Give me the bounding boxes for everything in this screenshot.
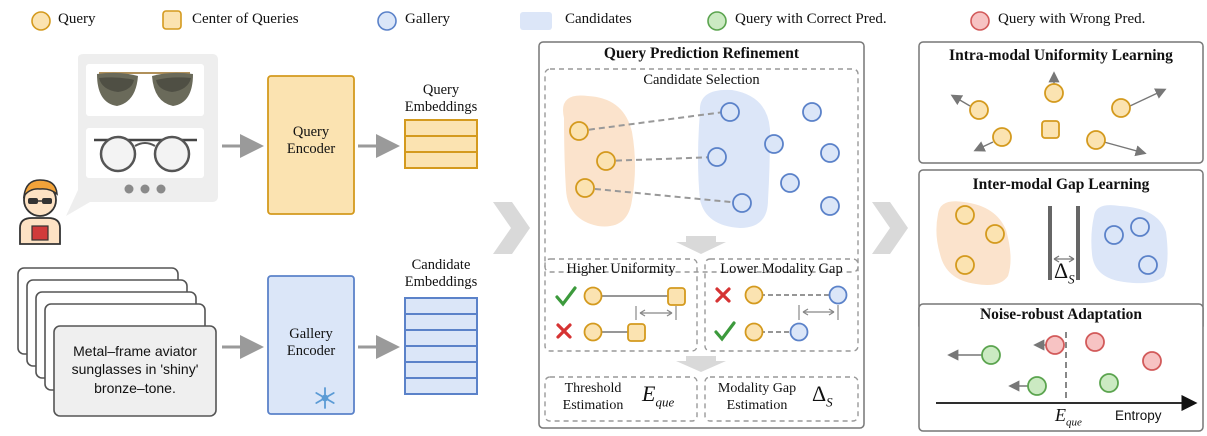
legend-query-icon [31, 11, 51, 31]
gallery-point [828, 285, 848, 305]
gallery-point [1104, 225, 1124, 245]
candidate-selection-label: Candidate Selection [643, 72, 760, 88]
right-graphics [872, 41, 1204, 432]
snowflake-icon [315, 387, 335, 409]
legend [31, 10, 990, 31]
legend-candidates-icon [520, 12, 552, 30]
query-point [955, 205, 975, 225]
correct-query-point [1099, 373, 1119, 393]
more-dot [124, 184, 134, 194]
query-embeddings-stack [404, 119, 478, 169]
query-encoder-box [267, 75, 355, 215]
legend-correct-icon [707, 11, 727, 31]
query-point [1086, 130, 1106, 150]
center-square [627, 323, 646, 342]
legend-wrong-icon [970, 11, 990, 31]
legend-center-icon [162, 10, 182, 30]
more-dot [156, 184, 166, 194]
check-icon [555, 286, 577, 307]
gallery-point [720, 102, 740, 122]
legend-candidates-label: Candidates [565, 11, 632, 27]
eyeglasses-image [86, 128, 204, 178]
legend-wrong-label: Query with Wrong Pred. [998, 11, 1146, 27]
gallery-point [1138, 255, 1158, 275]
query-point [744, 322, 764, 342]
inter-gap-symbol: ΔS [1054, 258, 1075, 287]
legend-center-label: Center of Queries [192, 11, 299, 27]
center-square [667, 287, 686, 306]
query-point [1111, 98, 1131, 118]
refinement-title: Query Prediction Refinement [603, 45, 800, 62]
legend-gallery-label: Gallery [405, 11, 450, 27]
cross-icon [715, 287, 731, 303]
intra-title: Intra-modal Uniformity Learning [949, 47, 1173, 64]
threshold-equ-label: Eque [1055, 405, 1082, 429]
query-region [936, 201, 1011, 285]
wrong-query-point [1142, 351, 1162, 371]
query-point [596, 151, 616, 171]
down-arrow-icon [676, 356, 726, 372]
gallery-point [820, 143, 840, 163]
legend-query-label: Query [58, 11, 96, 27]
candidate-embeddings-stack [404, 297, 478, 395]
query-point [955, 255, 975, 275]
threshold-symbol: Eque [642, 381, 675, 410]
noise-title: Noise-robust Adaptation [979, 306, 1143, 323]
wrong-query-point [1045, 335, 1065, 355]
wrong-query-point [1085, 332, 1105, 352]
query-point [1044, 83, 1064, 103]
candidate-region [698, 89, 770, 228]
query-point [985, 224, 1005, 244]
query-point [744, 285, 764, 305]
gallery-point [780, 173, 800, 193]
query-point [575, 178, 595, 198]
correct-query-point [1027, 376, 1047, 396]
more-dot [140, 184, 150, 194]
legend-correct-label: Query with Correct Pred. [735, 11, 887, 27]
user-avatar-icon [19, 179, 61, 245]
aviator-sunglasses-image [86, 64, 204, 116]
gap-symbol: ΔS [812, 381, 833, 410]
center-square [1041, 120, 1060, 139]
gallery-point [732, 193, 752, 213]
lower-modality-gap-label: Lower Modality Gap [720, 261, 843, 277]
left-graphics [17, 54, 530, 417]
cross-icon [556, 323, 572, 339]
gallery-encoder-box [267, 275, 355, 415]
legend-gallery-icon [377, 11, 397, 31]
flow-chevron-icon [493, 202, 530, 254]
query-point [992, 127, 1012, 147]
inter-title: Inter-modal Gap Learning [972, 176, 1150, 193]
query-point [583, 286, 603, 306]
image-bubble [66, 54, 218, 216]
query-point [569, 121, 589, 141]
gallery-point [802, 102, 822, 122]
gallery-point [789, 322, 809, 342]
check-icon [714, 321, 736, 342]
gallery-point [707, 147, 727, 167]
higher-uniformity-label: Higher Uniformity [566, 261, 676, 277]
flow-chevron-icon [872, 202, 908, 254]
query-point [583, 322, 603, 342]
gallery-point [820, 196, 840, 216]
query-point [969, 100, 989, 120]
refinement-graphics [538, 41, 865, 429]
correct-query-point [981, 345, 1001, 365]
gallery-point [1130, 217, 1150, 237]
caption-card-stack [17, 267, 217, 417]
gallery-point [764, 134, 784, 154]
entropy-label: Entropy [1115, 408, 1162, 423]
down-arrow-icon [676, 236, 726, 254]
